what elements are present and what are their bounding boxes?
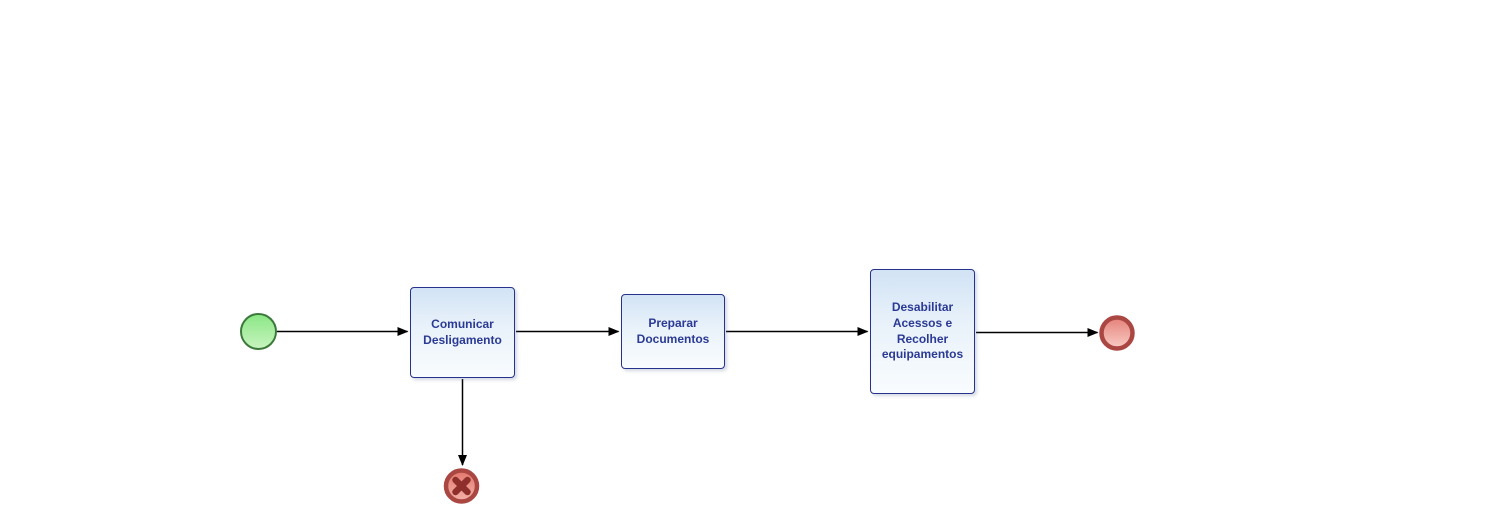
task-desabilitar-acessos[interactable]: Desabilitar Acessos e Recolher equipamen…: [870, 269, 975, 394]
sequence-flows: [277, 327, 1099, 466]
task-label: Desabilitar Acessos e Recolher equipamen…: [881, 300, 964, 362]
cancel-end-event[interactable]: [443, 468, 480, 504]
x-cross-icon: [452, 476, 471, 496]
start-event[interactable]: [240, 313, 277, 350]
task-comunicar-desligamento[interactable]: Comunicar Desligamento: [410, 287, 515, 378]
task-label: Preparar Documentos: [636, 315, 710, 346]
task-preparar-documentos[interactable]: Preparar Documentos: [621, 294, 725, 369]
task-label: Comunicar Desligamento: [423, 316, 502, 347]
end-event[interactable]: [1099, 315, 1135, 351]
